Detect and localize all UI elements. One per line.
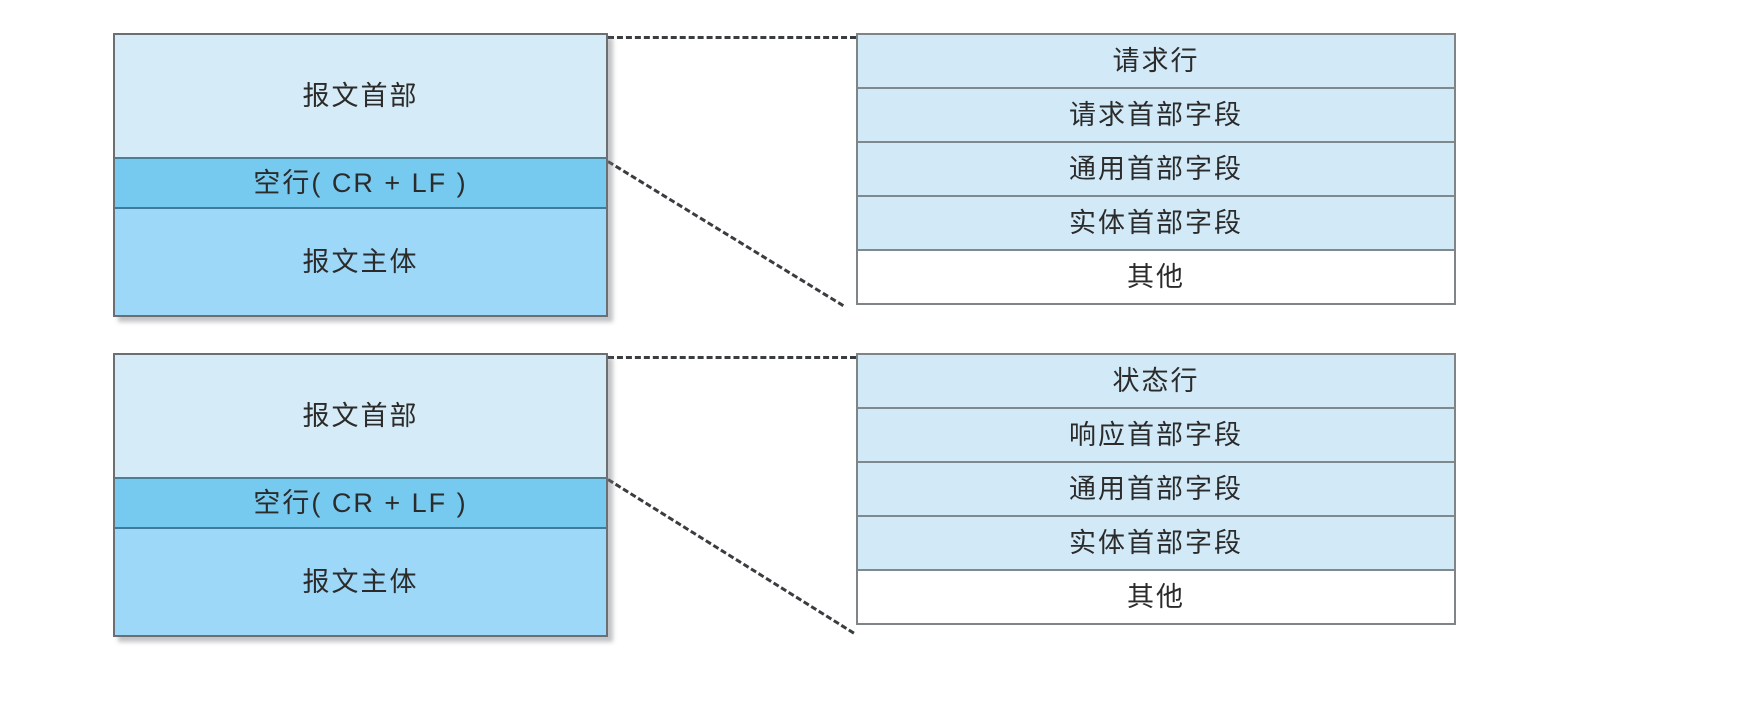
response-detail-row-entity-header-fields: 实体首部字段 (858, 517, 1454, 571)
request-diagonal-connector (607, 160, 845, 307)
response-detail-row-general-header-fields: 通用首部字段 (858, 463, 1454, 517)
request-detail-row-request-header-fields: 请求首部字段 (858, 89, 1454, 143)
response-detail-row-other: 其他 (858, 571, 1454, 623)
response-top-connector (608, 356, 856, 359)
response-segment-blank-line: 空行( CR + LF ) (115, 479, 606, 529)
request-top-connector (608, 36, 856, 39)
response-detail-row-response-header-fields: 响应首部字段 (858, 409, 1454, 463)
request-detail-row-entity-header-fields: 实体首部字段 (858, 197, 1454, 251)
request-segment-header: 报文首部 (115, 35, 606, 159)
request-segment-body: 报文主体 (115, 209, 606, 315)
request-message-box: 报文首部 空行( CR + LF ) 报文主体 (113, 33, 608, 317)
request-detail-row-other: 其他 (858, 251, 1454, 303)
response-segment-header: 报文首部 (115, 355, 606, 479)
response-message-box: 报文首部 空行( CR + LF ) 报文主体 (113, 353, 608, 637)
response-diagonal-connector (607, 478, 855, 635)
response-detail-row-status-line: 状态行 (858, 355, 1454, 409)
request-detail-table: 请求行 请求首部字段 通用首部字段 实体首部字段 其他 (856, 33, 1456, 305)
response-detail-table: 状态行 响应首部字段 通用首部字段 实体首部字段 其他 (856, 353, 1456, 625)
request-detail-row-general-header-fields: 通用首部字段 (858, 143, 1454, 197)
response-segment-body: 报文主体 (115, 529, 606, 635)
request-detail-row-request-line: 请求行 (858, 35, 1454, 89)
request-segment-blank-line: 空行( CR + LF ) (115, 159, 606, 209)
